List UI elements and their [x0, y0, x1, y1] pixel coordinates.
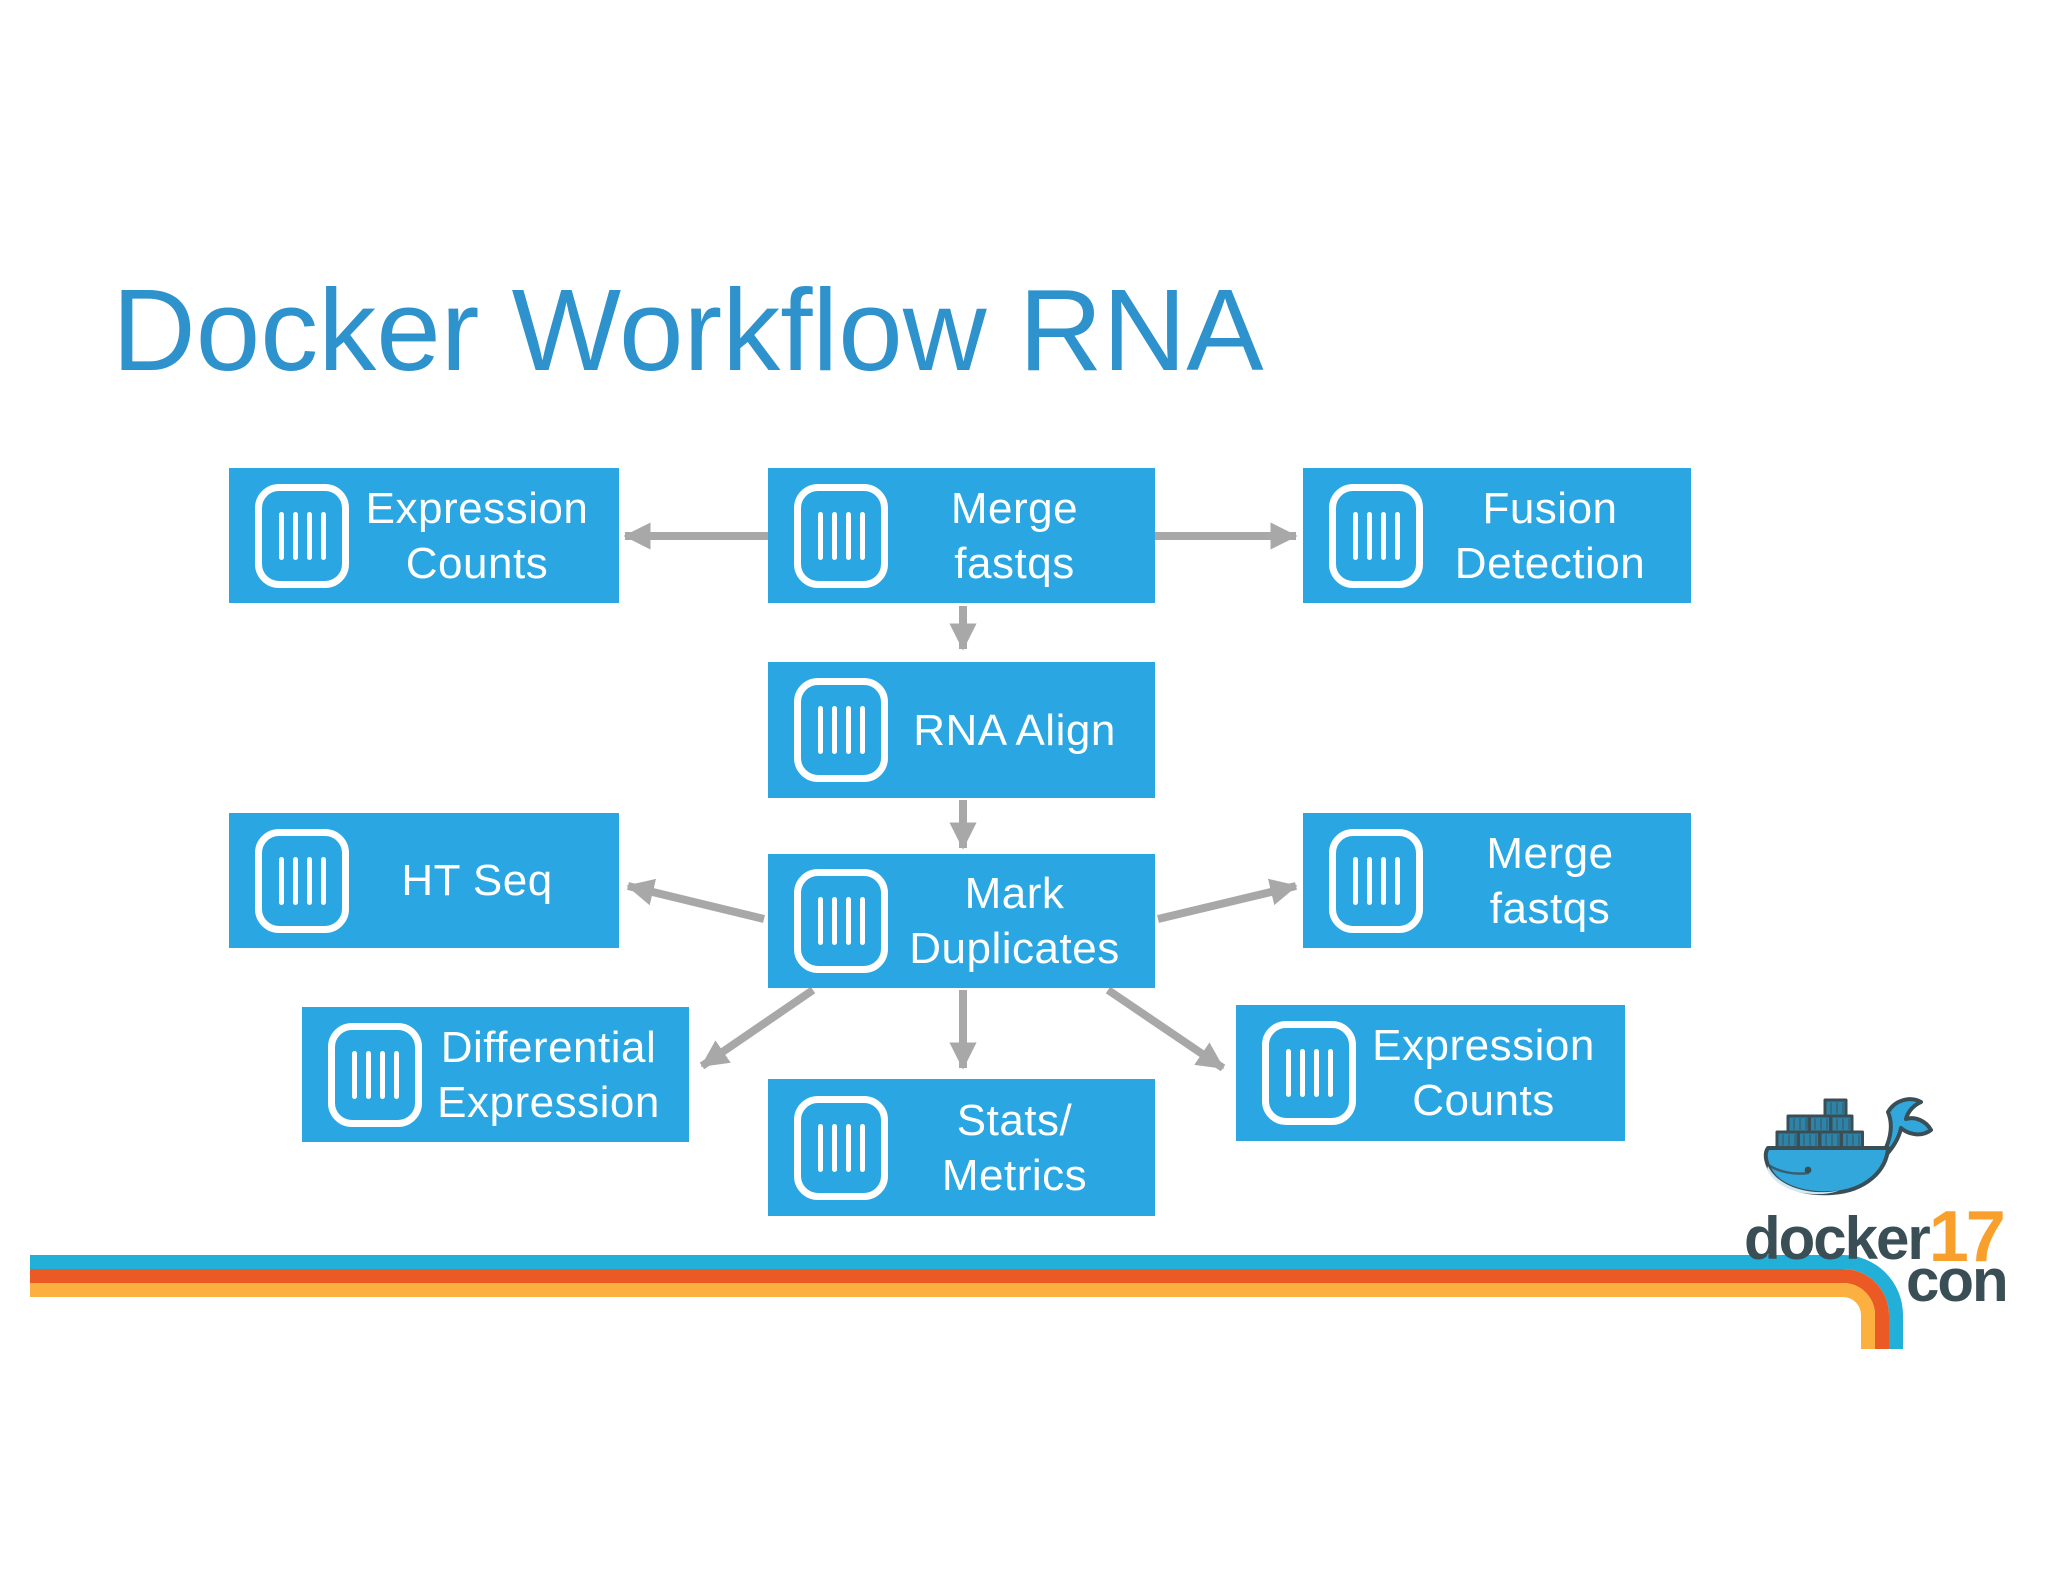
- node-rna-align: RNA Align: [768, 662, 1155, 798]
- arrow-mark-dup-to-expr-counts: [1105, 986, 1226, 1072]
- logo-year-text: 17: [1928, 1197, 2006, 1277]
- arrow-mark-dup-to-diff-expr: [699, 986, 816, 1070]
- container-icon: [255, 483, 349, 588]
- node-label: Expression Counts: [1372, 1021, 1595, 1125]
- container-icon: [794, 678, 888, 782]
- node-differential-expression: Differential Expression: [302, 1007, 689, 1142]
- node-label: Fusion Detection: [1454, 483, 1646, 588]
- arrow-mark-dup-to-merge-fastqs: [1157, 878, 1298, 923]
- node-label: Expression Counts: [365, 483, 589, 588]
- logo-con-text: con: [1906, 1247, 2009, 1314]
- logo-wordmark: docker17: [1744, 1194, 2006, 1277]
- logo-brand-text: docker: [1744, 1205, 1931, 1272]
- docker-whale-icon: [1763, 1097, 1933, 1196]
- node-expression-counts-top: Expression Counts: [229, 468, 619, 603]
- container-icon: [794, 483, 888, 588]
- node-fusion-detection: Fusion Detection: [1303, 468, 1691, 603]
- container-icon: [1329, 483, 1423, 588]
- node-label: HT Seq: [401, 856, 553, 905]
- node-label: Mark Duplicates: [909, 869, 1120, 973]
- container-icon: [794, 1095, 888, 1200]
- node-label: Merge fastqs: [1486, 828, 1614, 933]
- node-merge-fastqs-right: Merge fastqs: [1303, 813, 1691, 948]
- node-label: Merge fastqs: [950, 483, 1079, 588]
- dockercon-logo: docker17 con: [1738, 1078, 2018, 1328]
- container-icon: [328, 1022, 422, 1127]
- node-label: Stats/ Metrics: [941, 1095, 1088, 1200]
- container-icon: [794, 869, 888, 973]
- container-icon: [1262, 1021, 1356, 1125]
- node-ht-seq: HT Seq: [229, 813, 619, 948]
- node-merge-fastqs-top: Merge fastqs: [768, 468, 1155, 603]
- slide-title: Docker Workflow RNA: [112, 265, 1264, 395]
- container-icon: [1329, 828, 1423, 933]
- node-mark-duplicates: Mark Duplicates: [768, 854, 1155, 988]
- container-icon: [255, 828, 349, 933]
- node-label: Differential Expression: [437, 1022, 660, 1127]
- ribbon-stripe-yellow: [30, 1283, 1875, 1349]
- node-expression-counts-bottom: Expression Counts: [1236, 1005, 1625, 1141]
- node-stats-metrics: Stats/ Metrics: [768, 1079, 1155, 1216]
- arrow-mark-dup-to-ht-seq: [626, 878, 765, 923]
- node-label: RNA Align: [913, 705, 1116, 755]
